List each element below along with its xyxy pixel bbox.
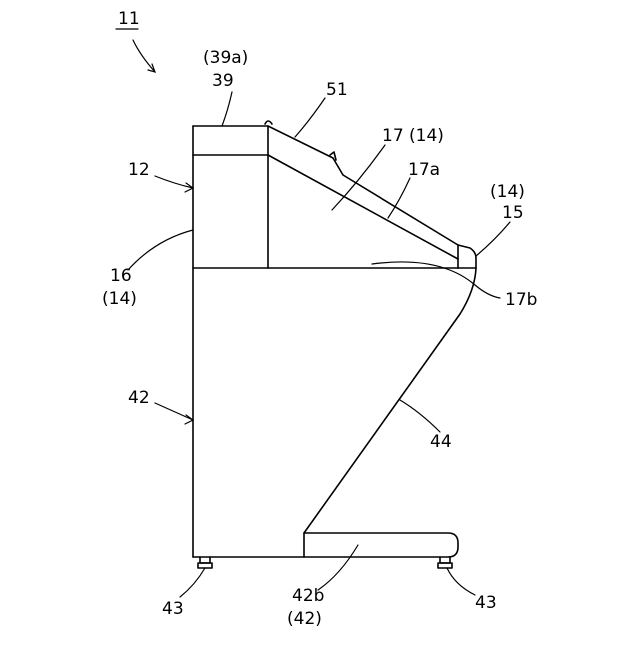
label-39: 39: [212, 71, 234, 91]
inclined-panel: [265, 121, 476, 268]
label-42: 42: [128, 388, 150, 408]
label-39a: (39a): [203, 48, 248, 68]
leader-lines: [128, 40, 510, 597]
leader-42: [155, 403, 193, 420]
diagonal-leg-outer: [304, 268, 476, 533]
label-17-14: 17 (14): [382, 126, 444, 146]
label-44: 44: [430, 432, 452, 452]
label-12: 12: [128, 160, 150, 180]
label-51: 51: [326, 80, 348, 100]
leader-15: [476, 222, 510, 256]
label-14-left: (14): [102, 289, 137, 309]
label-15: 15: [502, 203, 524, 223]
label-16: 16: [110, 266, 132, 286]
leader-43-right: [447, 568, 475, 595]
leader-17a: [388, 178, 410, 218]
leader-51: [295, 98, 325, 137]
label-43-right: 43: [475, 593, 497, 613]
base-foot-42b: [304, 533, 458, 557]
lower-stand: [193, 268, 476, 557]
label-42-paren: (42): [287, 609, 322, 629]
leader-39: [222, 92, 232, 126]
label-42b: 42b: [292, 586, 324, 606]
foot-left-pad: [198, 563, 212, 568]
leader-42b: [318, 545, 358, 590]
label-43-left: 43: [162, 599, 184, 619]
top-cap-39: [193, 126, 268, 155]
panel-hinge: [265, 121, 272, 124]
label-11: 11: [118, 9, 140, 29]
leader-12: [155, 176, 193, 188]
label-17a: 17a: [408, 160, 440, 180]
leader-11: [133, 40, 155, 72]
upper-housing: [193, 126, 458, 557]
leader-17: [332, 145, 385, 210]
leader-44: [400, 400, 440, 432]
leader-43-left: [180, 568, 205, 597]
reference-labels: 11 (39a) 39 51 17 (14) 17a (14) 15 12 16…: [102, 9, 537, 629]
foot-right: [440, 557, 450, 563]
leader-16: [128, 230, 193, 270]
end-block-15: [458, 245, 476, 268]
adjuster-feet: [198, 557, 452, 568]
foot-right-pad: [438, 563, 452, 568]
label-14-right: (14): [490, 182, 525, 202]
label-17b: 17b: [505, 290, 537, 310]
foot-left: [200, 557, 210, 563]
